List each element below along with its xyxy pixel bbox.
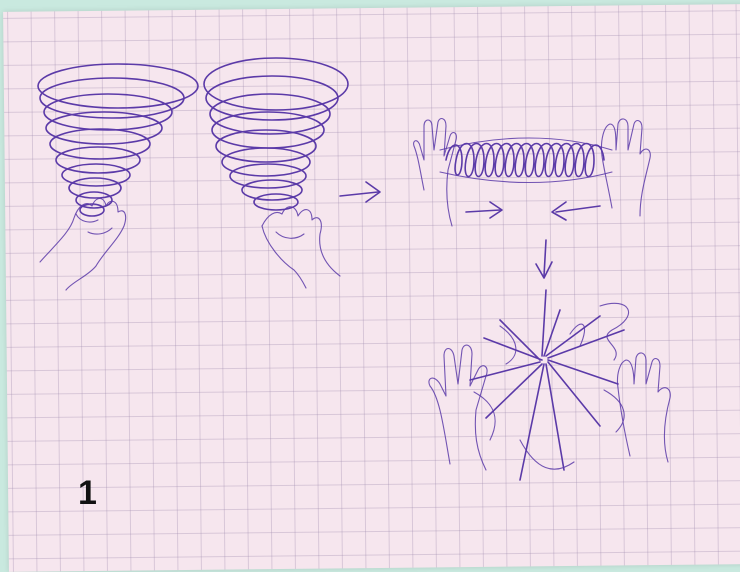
hand-left: [40, 199, 126, 291]
arrow-inward-left: [466, 202, 502, 218]
vortex-left: [38, 64, 198, 216]
arrow-down: [536, 240, 552, 278]
hand-middle: [262, 207, 340, 288]
page-number: 1: [78, 474, 97, 513]
hand-left-open: [414, 119, 457, 226]
arrow-inward-right: [552, 202, 600, 220]
hand-bottom-left: [429, 345, 487, 470]
arrow-right: [340, 182, 380, 202]
compressed-spiral: [440, 138, 612, 183]
hand-right-open: [601, 119, 650, 216]
vortex-middle: [204, 58, 348, 210]
photo: 1: [0, 0, 740, 560]
hand-bottom-right: [617, 353, 670, 462]
sketch-drawing: [0, 0, 740, 560]
burst: [470, 290, 629, 480]
